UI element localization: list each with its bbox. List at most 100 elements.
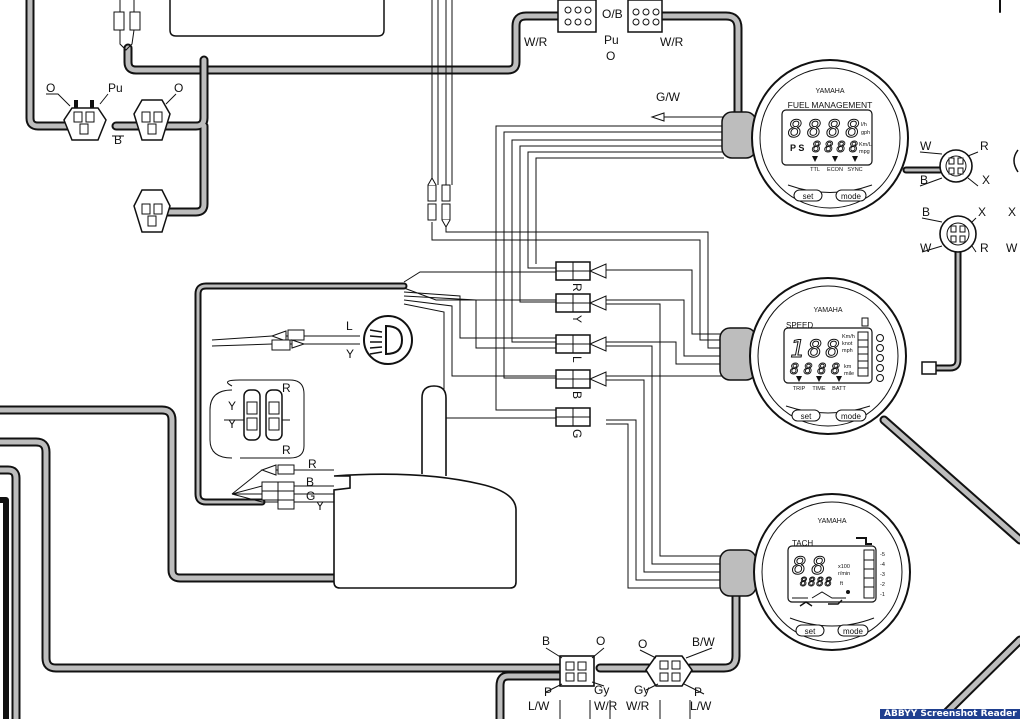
speed-title: SPEED	[786, 321, 813, 330]
hub-connector-g[interactable]	[555, 407, 591, 427]
top-connector-labels: O/B W/R Pu O W/R G/W	[524, 7, 684, 104]
label-hub-y: Y	[570, 315, 584, 323]
speed-set-button[interactable]: set	[791, 409, 821, 422]
fuel-set-label: set	[803, 192, 814, 201]
fuel-unit4: mpg	[859, 149, 870, 155]
taskbar-app-button[interactable]: ABBYY Screenshot Reader	[880, 709, 1020, 719]
label-bot-w-r-left: W/R	[594, 699, 618, 713]
tach-gauge: YAMAHA TACH 88 x100 r/min 8888 ft -5 -4 …	[719, 493, 911, 651]
label-bot-l-w-right: L/W	[690, 699, 712, 713]
fuse-holders[interactable]	[243, 389, 283, 441]
tach-set-button[interactable]: set	[795, 624, 825, 637]
tach-mode-button[interactable]: mode	[837, 624, 869, 637]
label-top-o: O	[606, 49, 615, 63]
tach-scale-5: -5	[880, 552, 885, 558]
hub-connector-y[interactable]	[555, 293, 607, 313]
label-sensor2-r: R	[980, 241, 989, 255]
label-top-o-b: O/B	[602, 7, 623, 21]
sensor-plug[interactable]	[921, 361, 937, 375]
label-fuse-r-top: R	[282, 381, 291, 395]
bottom-labels: B O P Gy O B/W Gy P L/W W/R W/R L/W	[528, 634, 715, 713]
inline-connector-pair[interactable]	[427, 176, 451, 229]
bottom-connector-left[interactable]	[559, 655, 595, 687]
switch-connectors[interactable]	[260, 464, 295, 510]
label-sensor1-b: B	[920, 173, 928, 187]
tach-unit3: ft	[840, 581, 844, 587]
fuel-unit3: Km/L	[859, 142, 872, 148]
hub-connector-l[interactable]	[555, 334, 607, 354]
tach-scale-3: -3	[880, 572, 885, 578]
top-box	[113, 0, 385, 37]
speed-unit5: mile	[844, 371, 854, 377]
fuel-mode-button[interactable]: mode	[835, 189, 867, 202]
tach-scale-2: -2	[880, 582, 885, 588]
hub-connector-b[interactable]	[555, 369, 607, 389]
label-bc2-b-w: B/W	[692, 635, 715, 649]
hub-connector-r[interactable]	[555, 261, 607, 281]
speed-unit3: mph	[842, 348, 853, 354]
speed-unit2: knot	[842, 341, 853, 347]
speed-set-label: set	[801, 412, 812, 421]
label-sensor1-x: X	[982, 173, 990, 187]
label-tl-o-left: O	[46, 81, 55, 95]
switch-panel	[333, 385, 517, 589]
label-edge-w: W	[1006, 241, 1018, 255]
bottom-connector-right[interactable]	[645, 655, 693, 687]
three-pin-connector-left[interactable]	[63, 100, 107, 141]
label-tl-pu: Pu	[108, 81, 123, 95]
label-hub-l: L	[570, 356, 584, 363]
headlamp-icon	[363, 315, 413, 365]
fuse-labels: R Y Y R	[228, 381, 291, 457]
sensor-labels: W R B X B X W R X W	[919, 139, 1018, 255]
speed-mode-button[interactable]: mode	[835, 409, 867, 422]
label-sw-b: B	[306, 475, 314, 489]
speed-digits-main: 188	[790, 335, 840, 363]
label-bc1-b: B	[542, 634, 550, 648]
three-pin-connector-lower[interactable]	[133, 189, 171, 233]
speed-unit4: km	[844, 364, 852, 370]
top-connector-left[interactable]	[557, 0, 597, 33]
tach-unit1: x100	[838, 564, 850, 570]
headlamp-connectors[interactable]	[270, 329, 306, 351]
speed-gauge: YAMAHA SPEED 188 Km/h knot mph 8888 km m…	[719, 277, 907, 435]
fuel-title: FUEL MANAGEMENT	[788, 100, 873, 110]
label-fuse-y2: Y	[228, 417, 236, 431]
speed-ind2: TIME	[812, 386, 825, 392]
label-sensor1-r: R	[980, 139, 989, 153]
label-sensor2-b: B	[922, 205, 930, 219]
label-top-w-r-left: W/R	[524, 35, 548, 49]
top-left-labels: O Pu O B	[46, 81, 183, 147]
label-hub-r: R	[570, 283, 584, 292]
fuel-management-gauge: YAMAHA FUEL MANAGEMENT 8888 l/h gph P S …	[721, 59, 909, 217]
fuel-ind1: TTL	[810, 167, 820, 173]
three-pin-connector-right[interactable]	[133, 99, 171, 141]
fuel-brand: YAMAHA	[815, 88, 844, 95]
label-bc1-o: O	[596, 634, 605, 648]
label-sensor2-w: W	[920, 241, 932, 255]
label-lamp-l: L	[346, 319, 353, 333]
tach-title: TACH	[792, 539, 813, 548]
label-sw-r: R	[308, 457, 317, 471]
label-fuse-r-bottom: R	[282, 443, 291, 457]
label-top-w-r-right: W/R	[660, 35, 684, 49]
fuel-ps: P S	[790, 143, 804, 153]
tach-scale-4: -4	[880, 562, 885, 568]
tach-digits-small: 8888	[800, 575, 832, 589]
label-tl-o-right: O	[174, 81, 183, 95]
label-bc1-gy: Gy	[594, 683, 609, 697]
fuel-unit1: l/h	[861, 122, 867, 128]
label-fuse-y1: Y	[228, 399, 236, 413]
switch-labels: R B G Y	[306, 457, 324, 513]
label-bc2-p: P	[694, 685, 702, 699]
headlamp-labels: L Y	[346, 319, 354, 361]
label-sw-y: Y	[316, 499, 324, 513]
round-connector-upper[interactable]	[939, 149, 973, 183]
fuel-set-button[interactable]: set	[793, 189, 823, 202]
label-sw-g: G	[306, 489, 315, 503]
round-connector-lower[interactable]	[939, 215, 977, 253]
top-connector-right[interactable]	[627, 0, 663, 33]
fuel-ind2: ECON	[827, 167, 843, 173]
label-bc1-p: P	[544, 685, 552, 699]
